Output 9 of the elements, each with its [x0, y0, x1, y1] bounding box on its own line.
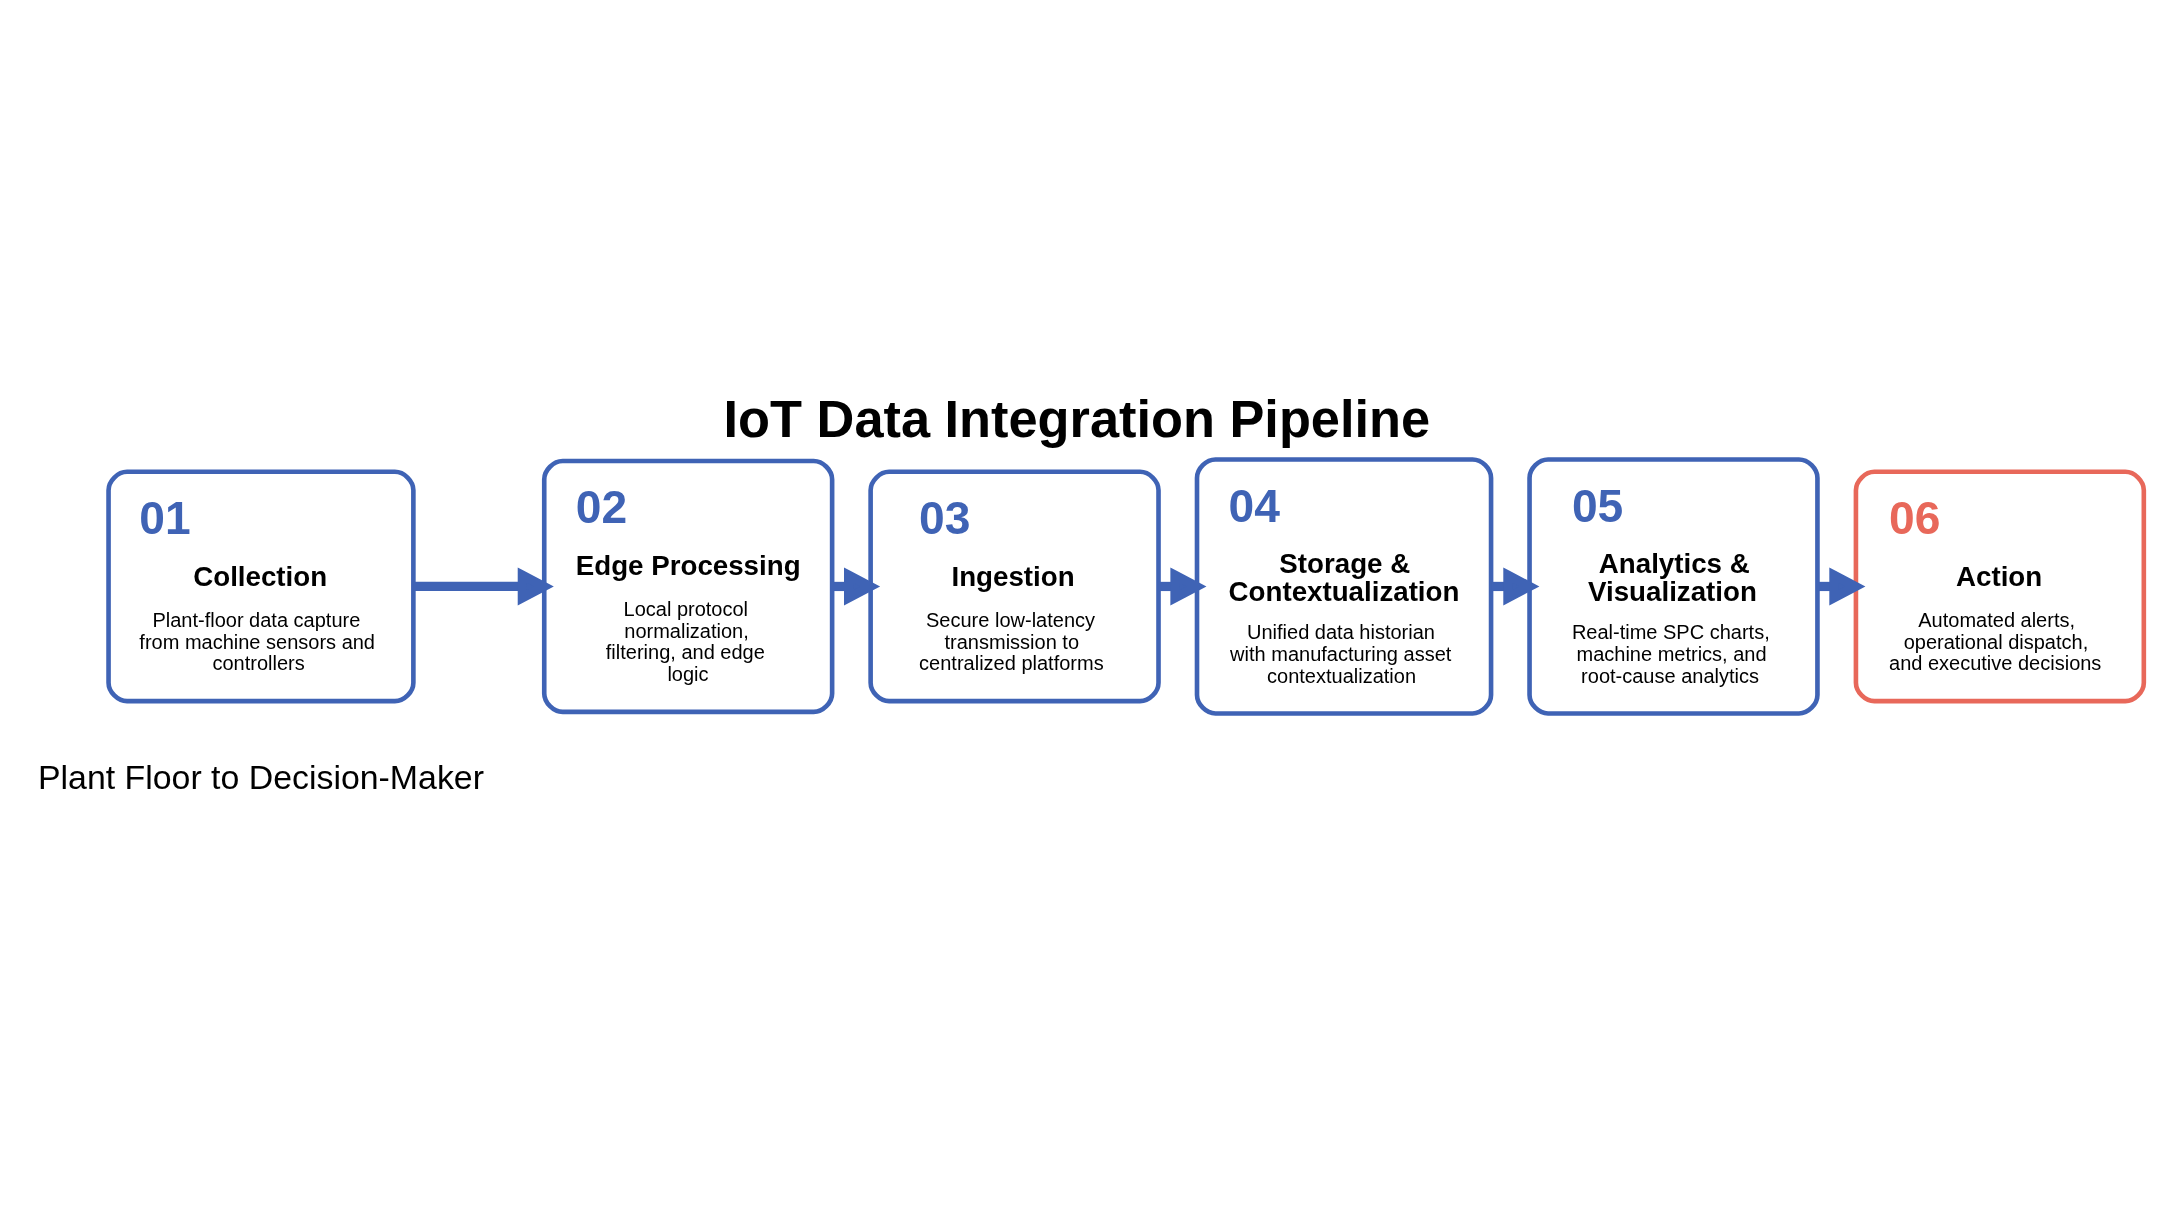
node-box: 03 Ingestion Secure low-latency transmission to centralized platforms — [868, 469, 1161, 704]
label: Plant Floor to Decision-Maker — [37, 758, 484, 797]
node-box: 04 Storage & Contextualization Unified data historian with manufacturing asset contextualization — [1194, 457, 1494, 716]
node-box: 02 Edge Processing Local protocol normalization, filtering, and edge logic — [541, 458, 835, 715]
node-box: 05 Analytics & Visualization Real-time SPC charts, machine metrics, and root-cause analytics — [1527, 457, 1820, 716]
node-box: 01 Collection Plant-floor data capture from machine sensors and controllers — [106, 469, 416, 704]
node-box: 06 Action Automated alerts, operational dispatch, and executive decisions — [1853, 469, 2147, 704]
diagram-title: IoT Data Integration Pipeline — [723, 389, 1431, 448]
arrow — [413, 567, 554, 606]
